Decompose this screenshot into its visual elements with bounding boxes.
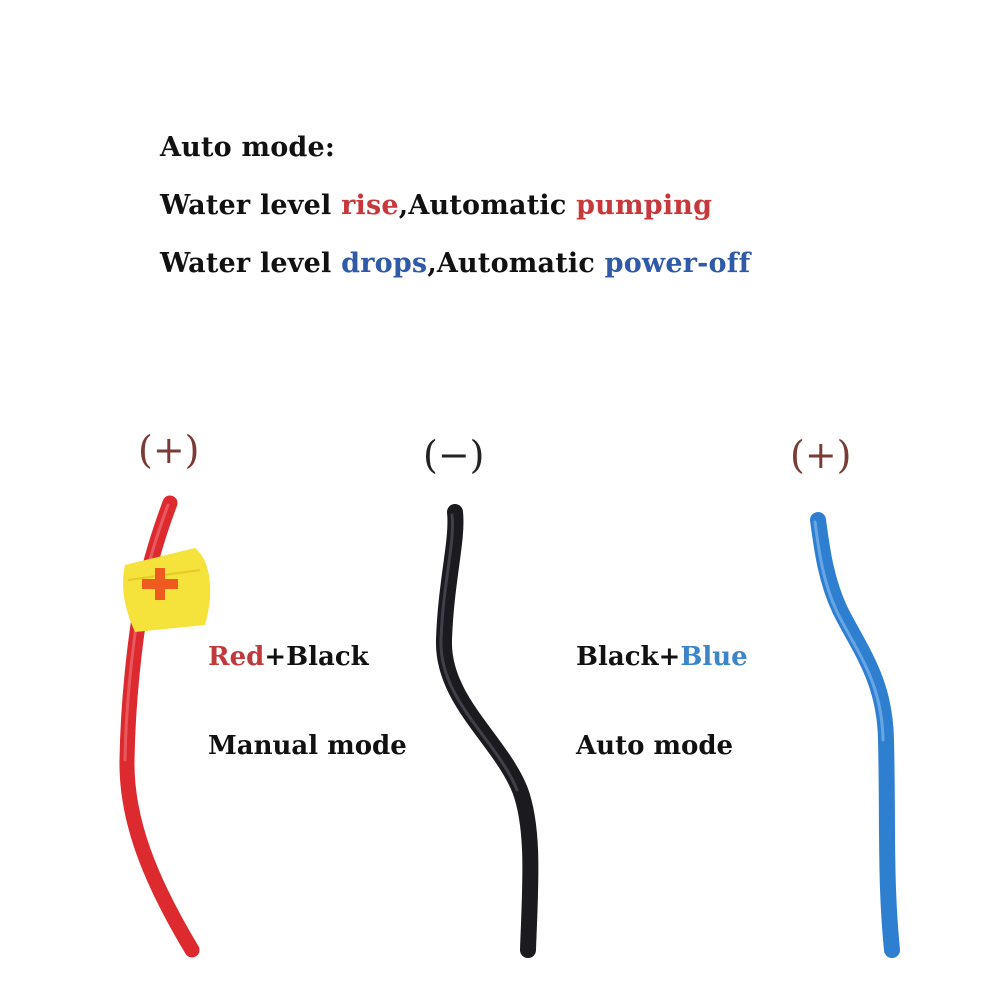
headline-rise-line: Water level rise,Automatic pumping: [160, 190, 712, 221]
headline-auto-mode: Auto mode:: [160, 132, 335, 163]
combo-black-blue: Black+Blue: [576, 642, 748, 672]
black-wire: [435, 504, 539, 958]
headline-title: Auto mode:: [160, 132, 336, 163]
manual-mode-label: Manual mode: [208, 731, 407, 761]
combo-red-black: Red+Black: [208, 642, 369, 672]
pumping-word: pumping: [576, 190, 713, 221]
combo-blue-word: Blue: [680, 642, 748, 672]
polarity-red-label: (+): [138, 428, 200, 472]
drops-word: drops: [341, 248, 428, 279]
warning-tag: [123, 548, 211, 632]
combo-red-word: Red: [208, 642, 265, 672]
drops-middle: ,Automatic: [427, 248, 605, 279]
polarity-black-label: (−): [423, 433, 485, 477]
combo-black-prefix: Black+: [576, 642, 681, 672]
headline-drops-line: Water level drops,Automatic power-off: [160, 248, 750, 279]
drops-prefix: Water level: [160, 248, 342, 279]
blue-wire: [810, 512, 900, 958]
rise-middle: ,Automatic: [398, 190, 577, 221]
auto-mode-label: Auto mode: [576, 731, 734, 761]
polarity-blue-label: (+): [790, 433, 852, 477]
rise-prefix: Water level: [160, 190, 342, 221]
rise-word: rise: [341, 190, 399, 221]
combo-black-word: +Black: [264, 642, 369, 672]
power-off-word: power-off: [604, 248, 751, 279]
